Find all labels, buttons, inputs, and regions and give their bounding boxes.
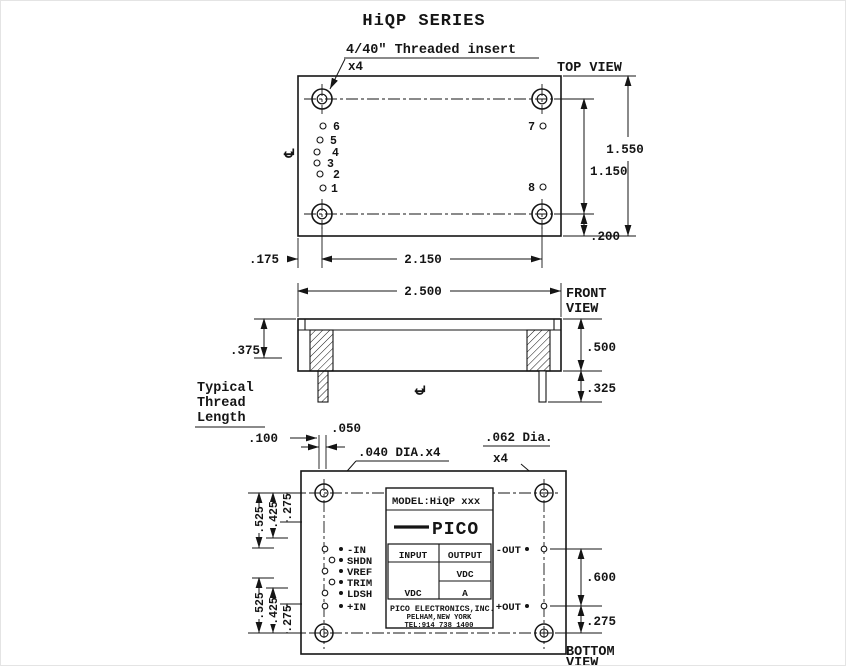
pin-number: 8 <box>528 182 535 195</box>
dim-height-overall: 1.550 <box>606 143 644 157</box>
view-label-bottom: VIEW <box>566 656 599 666</box>
dim-rotated: .275 <box>282 605 295 633</box>
mounting-hole <box>314 483 554 643</box>
pin-number: 1 <box>331 183 338 196</box>
hole-dia-note: .062 Dia. <box>485 431 553 445</box>
svg-text:℄: ℄ <box>283 147 299 158</box>
brand-logo: PICO <box>432 520 479 540</box>
pin-dia-note: .040 DIA.x4 <box>358 446 441 460</box>
thread-note: Typical <box>197 381 254 396</box>
threaded-insert-section <box>526 329 551 372</box>
dim-width-overall: 2.500 <box>404 285 442 299</box>
front-view: 2.500 FRONT VIEW .375 .500 .325 Typical … <box>195 283 616 428</box>
pin-label: SHDN <box>347 556 372 568</box>
leader-line <box>329 58 346 90</box>
table-header-output: OUTPUT <box>448 550 483 561</box>
insert-callout: 4/40" Threaded insert <box>346 43 516 58</box>
company-name: PICO ELECTRONICS,INC. <box>390 605 495 614</box>
pin-number: 4 <box>332 147 339 160</box>
dim-pin-offset: .050 <box>331 422 361 436</box>
dim-thread-length: .375 <box>230 344 260 358</box>
pin-label: -IN <box>347 545 366 557</box>
dim-pin-length: .325 <box>586 382 616 396</box>
pin-label: +OUT <box>496 602 521 614</box>
thread-note: Length <box>197 411 246 426</box>
front-view-body <box>297 318 562 372</box>
table-cell-vdc-out: VDC <box>456 569 473 580</box>
view-label-top: TOP VIEW <box>557 61 623 76</box>
dim-rotated: .425 <box>268 597 281 625</box>
dim-left-offset: .175 <box>249 253 279 267</box>
mounting-hole <box>311 88 553 225</box>
dim-rotated: .275 <box>282 493 295 521</box>
view-label-front: FRONT <box>566 287 607 302</box>
pin-marker-dot <box>339 547 529 608</box>
table-cell-amp: A <box>462 588 468 599</box>
dim-rotated: .525 <box>254 592 267 620</box>
bottom-view: -IN SHDN VREF TRIM LDSH +IN -OUT +OUT MO… <box>248 470 616 666</box>
dim-rotated: .525 <box>254 506 267 534</box>
pin-number: 2 <box>333 169 340 182</box>
dim-hole-span-h: 2.150 <box>404 253 442 267</box>
pin-label: TRIM <box>347 578 372 590</box>
page-title: HiQP SERIES <box>362 12 485 31</box>
company-city: PELHAM,NEW YORK <box>407 614 472 622</box>
pin-number: 6 <box>333 121 340 134</box>
pin-label: -OUT <box>496 545 521 557</box>
pin-number: 5 <box>330 135 337 148</box>
hole-dia-qty: x4 <box>493 452 509 466</box>
dim-bottom-offset: .200 <box>590 230 620 244</box>
centerline-symbol: ℄ <box>414 384 430 395</box>
centerline-symbol: ℄ <box>283 147 299 158</box>
pin-label: VREF <box>347 567 372 579</box>
top-view: 6 5 4 3 2 1 7 8 ℄ 4/40" Threaded insert … <box>249 43 644 268</box>
bottom-view-dims-left: .525 .425 .275 .525 .425 .275 <box>248 492 306 634</box>
dim-rotated: .425 <box>268 501 281 529</box>
table-header-input: INPUT <box>399 550 428 561</box>
bottom-view-dims-right: .600 .275 <box>550 548 616 634</box>
model-text: MODEL:HiQP xxx <box>392 496 481 508</box>
pin-number: 7 <box>528 121 535 134</box>
top-view-outline <box>297 75 562 237</box>
svg-text:℄: ℄ <box>414 384 430 395</box>
pin-number: 3 <box>327 158 334 171</box>
pin-label: +IN <box>347 602 366 614</box>
thread-note: Thread <box>197 396 246 411</box>
dim-out-span: .600 <box>586 571 616 585</box>
dim-hole-span-v: 1.150 <box>590 165 628 179</box>
company-tel: TEL:914 738 1400 <box>404 622 473 630</box>
pin-stud <box>538 370 547 403</box>
threaded-insert-section <box>309 329 334 372</box>
table-cell-vdc-in: VDC <box>404 588 421 599</box>
threaded-stud <box>317 370 329 403</box>
view-label-front: VIEW <box>566 302 599 317</box>
dim-pin-inset: .100 <box>248 432 278 446</box>
pin-holes-bottom <box>321 545 548 610</box>
top-view-dimensions: 1.150 1.550 .200 2.150 .175 <box>249 75 644 268</box>
pin-label: LDSH <box>347 589 372 601</box>
insert-qty: x4 <box>348 60 364 74</box>
dim-out-offset: .275 <box>586 615 616 629</box>
view-label-bottom: BOTTOM <box>566 645 615 660</box>
product-label-plate: MODEL:HiQP xxx PICO INPUT OUTPUT VDC VDC… <box>385 487 495 630</box>
pin-holes-top <box>313 122 547 192</box>
dim-body-height: .500 <box>586 341 616 355</box>
